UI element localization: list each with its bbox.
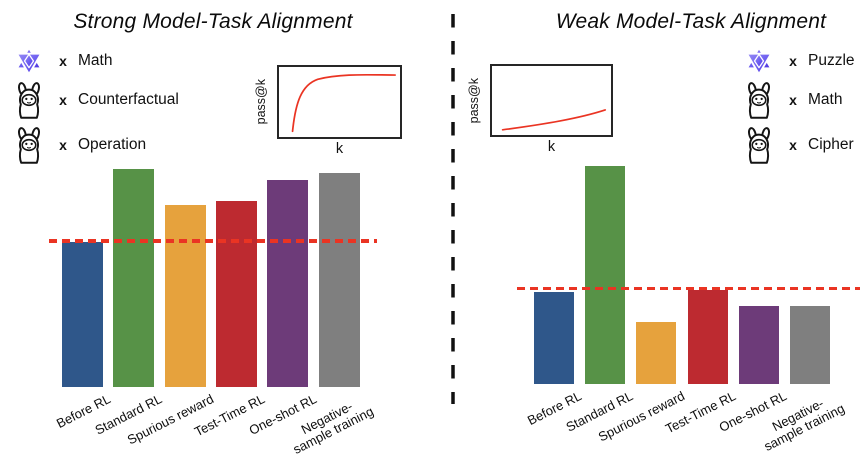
passk-inset-right <box>490 64 613 137</box>
reference-line-right <box>517 286 860 291</box>
llama-logo-icon <box>742 124 776 166</box>
bar-right-5 <box>790 305 830 384</box>
bar-right-0 <box>534 292 574 384</box>
bar-left-3 <box>215 200 257 387</box>
times-symbol: x <box>789 92 797 108</box>
panel-divider-dashed-line <box>451 14 455 404</box>
task-label-left-0: Math <box>78 52 113 69</box>
bar-left-2 <box>164 205 206 387</box>
passk-inset-left <box>277 65 402 139</box>
bar-right-1 <box>585 165 626 384</box>
bar-right-3 <box>687 289 728 384</box>
task-label-right-0: Puzzle <box>808 52 855 69</box>
task-label-left-2: Operation <box>78 136 147 153</box>
bar-left-0 <box>62 242 103 387</box>
qwen-logo-icon <box>742 46 776 76</box>
task-label-right-1: Math <box>808 91 843 108</box>
bar-right-2 <box>636 321 677 384</box>
task-label-right-2: Cipher <box>808 136 854 153</box>
model-task-pair-right-2: x Cipher <box>742 124 855 166</box>
times-symbol: x <box>789 53 797 69</box>
passk-xlabel-left: k <box>335 141 344 157</box>
times-symbol: x <box>59 53 67 69</box>
passk-curve-right <box>501 109 607 131</box>
model-task-pair-left-2: x Operation <box>12 124 179 166</box>
model-task-pair-right-0: x Puzzle <box>742 46 855 76</box>
task-label-left-1: Counterfactual <box>78 91 179 108</box>
bar-left-4 <box>267 180 309 387</box>
model-task-pair-left-0: x Math <box>12 46 179 76</box>
qwen-logo-icon <box>12 46 46 76</box>
panel-title-left: Strong Model-Task Alignment <box>73 10 353 33</box>
times-symbol: x <box>59 137 67 153</box>
times-symbol: x <box>59 92 67 108</box>
bar-left-1 <box>113 168 155 387</box>
llama-logo-icon <box>12 124 46 166</box>
passk-xlabel-right: k <box>547 139 556 155</box>
passk-curve-left <box>291 73 397 133</box>
model-task-pair-right-1: x Math <box>742 79 855 121</box>
bar-left-5 <box>318 173 360 387</box>
reference-line-left <box>49 239 377 243</box>
model-task-pair-left-1: x Counterfactual <box>12 79 179 121</box>
times-symbol: x <box>789 137 797 153</box>
bar-right-4 <box>738 305 779 384</box>
llama-logo-icon <box>742 79 776 121</box>
llama-logo-icon <box>12 79 46 121</box>
panel-title-right: Weak Model-Task Alignment <box>555 10 827 33</box>
